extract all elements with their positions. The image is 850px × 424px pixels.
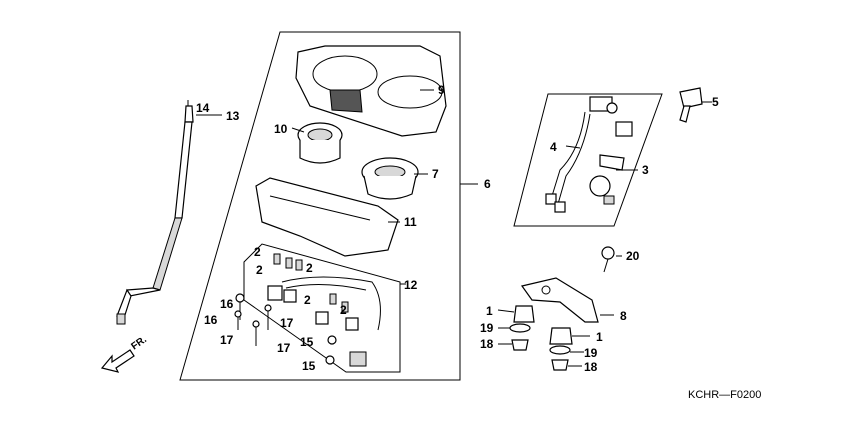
callout-7: 7 (432, 167, 439, 181)
callout-17b: 17 (280, 316, 294, 330)
leader-lines (196, 89, 712, 367)
callout-labels: 14 13 9 10 7 11 6 12 2 2 2 2 2 16 16 17 … (196, 83, 719, 374)
callout-11: 11 (404, 215, 417, 229)
callout-19a: 19 (480, 321, 494, 335)
callout-2a: 2 (254, 245, 261, 259)
callout-2e: 2 (340, 303, 347, 317)
meter-lower-case (255, 177, 399, 257)
callout-2b: 2 (256, 263, 263, 277)
wire-harness (267, 253, 381, 367)
meter-bracket (520, 277, 599, 323)
callout-4: 4 (550, 140, 557, 154)
ignition-outline (513, 93, 663, 227)
callout-17c: 17 (277, 341, 291, 355)
callout-5: 5 (712, 95, 719, 109)
callout-19b: 19 (584, 346, 598, 360)
callout-17a: 17 (220, 333, 234, 347)
meter-assembly-outline (179, 31, 461, 381)
speedometer-gauge (297, 122, 343, 164)
ignition-switch (545, 96, 633, 213)
callout-18a: 18 (480, 337, 494, 351)
tachometer-gauge (361, 157, 419, 200)
ignition-key (679, 87, 703, 123)
callout-15b: 15 (302, 359, 316, 373)
diagram-code: KCHR—F0200 (688, 389, 761, 401)
callout-12: 12 (404, 278, 418, 292)
callout-1b: 1 (596, 330, 603, 344)
callout-16b: 16 (204, 313, 218, 327)
speedometer-cable (116, 100, 194, 325)
mounting-bolt (601, 246, 615, 273)
front-direction-arrow: FR. (100, 334, 149, 373)
callout-9: 9 (438, 83, 445, 97)
callout-15a: 15 (300, 335, 314, 349)
callout-10: 10 (274, 122, 288, 136)
screws (234, 293, 337, 365)
grommets-washers-nuts (509, 305, 573, 371)
callout-18b: 18 (584, 360, 598, 374)
callout-2c: 2 (306, 261, 313, 275)
callout-16a: 16 (220, 297, 234, 311)
callout-8: 8 (620, 309, 627, 323)
callout-13: 13 (226, 109, 240, 123)
direction-label: FR. (129, 334, 149, 352)
callout-1a: 1 (486, 304, 493, 318)
callout-6: 6 (484, 177, 491, 191)
callout-3: 3 (642, 163, 649, 177)
callout-20: 20 (626, 249, 640, 263)
meter-case-cover (295, 45, 447, 137)
callout-2d: 2 (304, 293, 311, 307)
callout-14: 14 (196, 101, 210, 115)
